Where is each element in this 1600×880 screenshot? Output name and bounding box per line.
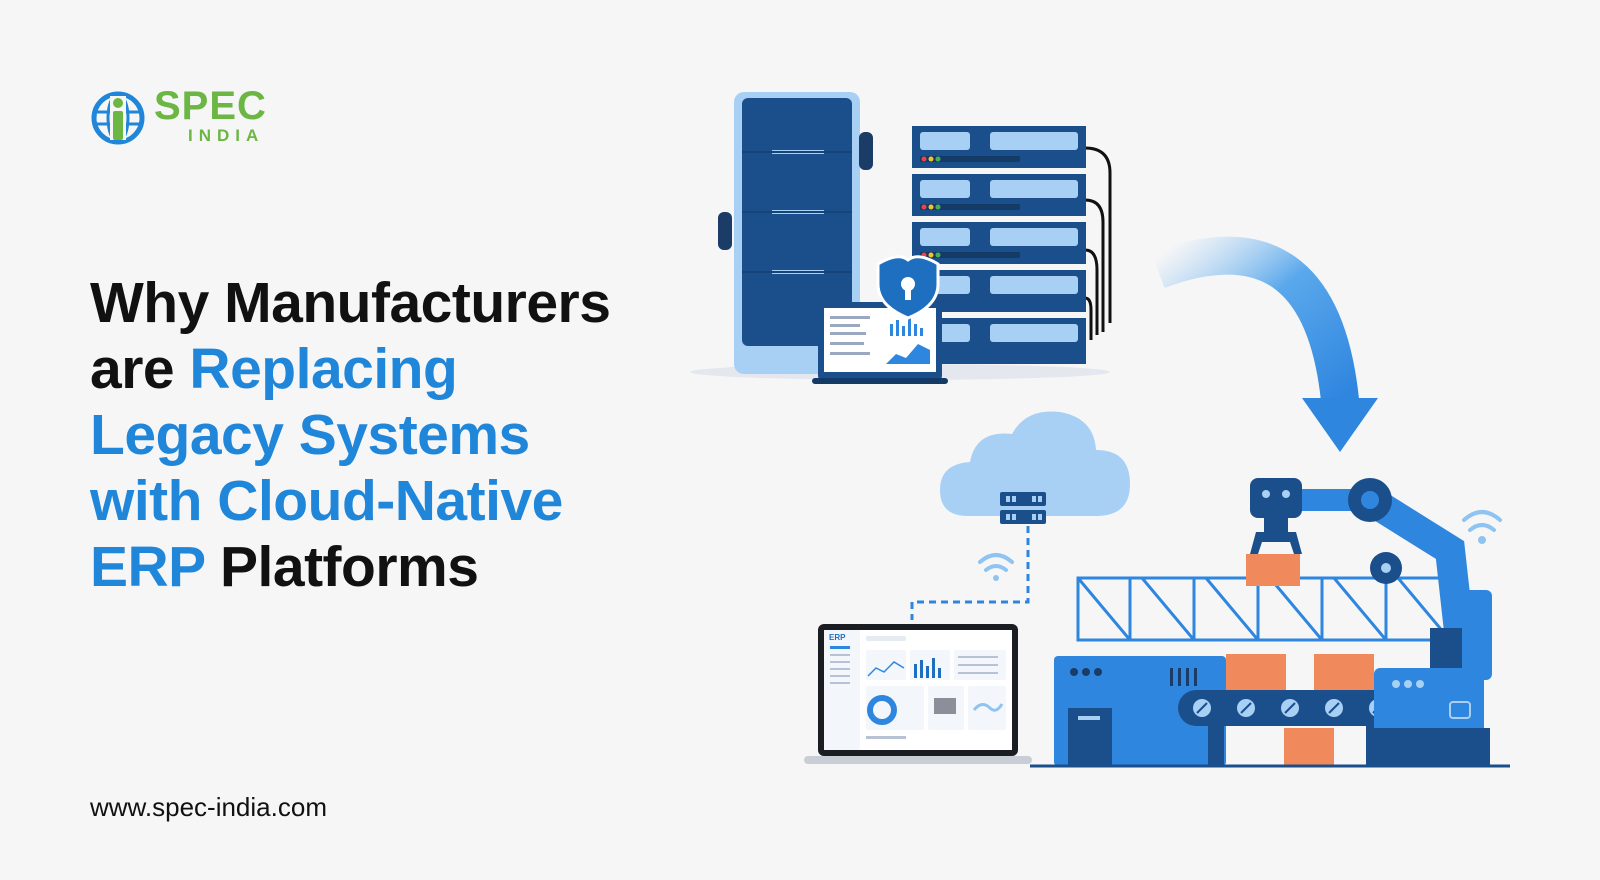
wifi-icon-right <box>1462 510 1502 544</box>
robotic-arm-icon <box>1030 478 1510 768</box>
globe-i-icon <box>91 91 145 145</box>
title-line-4: with Cloud-Native <box>90 469 563 533</box>
title-line-2b: Replacing <box>189 337 458 401</box>
server-rack-icon <box>912 126 1112 364</box>
illustration: ERP <box>690 92 1510 768</box>
shield-lock-icon <box>876 255 940 320</box>
title-line-1: Why Manufacturers <box>90 271 611 335</box>
erp-laptop-label: ERP <box>829 633 846 642</box>
cloud-server-icon <box>910 411 1130 620</box>
logo-subtitle: INDIA <box>188 126 265 145</box>
website-link[interactable]: www.spec-india.com <box>90 792 327 822</box>
title-line-5a: ERP <box>90 535 205 599</box>
brand-logo: SPEC INDIA <box>90 86 290 146</box>
curved-arrow-down-icon <box>1151 236 1378 452</box>
wifi-icon <box>978 553 1014 581</box>
title-line-3: Legacy Systems <box>90 403 530 467</box>
logo-name: SPEC <box>154 84 267 128</box>
title-line-5b: Platforms <box>204 535 479 599</box>
title-line-2a: are <box>90 337 190 401</box>
erp-laptop-icon: ERP <box>804 624 1032 764</box>
legacy-laptop-icon <box>812 302 948 384</box>
page-title: Why Manufacturers are Replacing Legacy S… <box>90 270 611 600</box>
